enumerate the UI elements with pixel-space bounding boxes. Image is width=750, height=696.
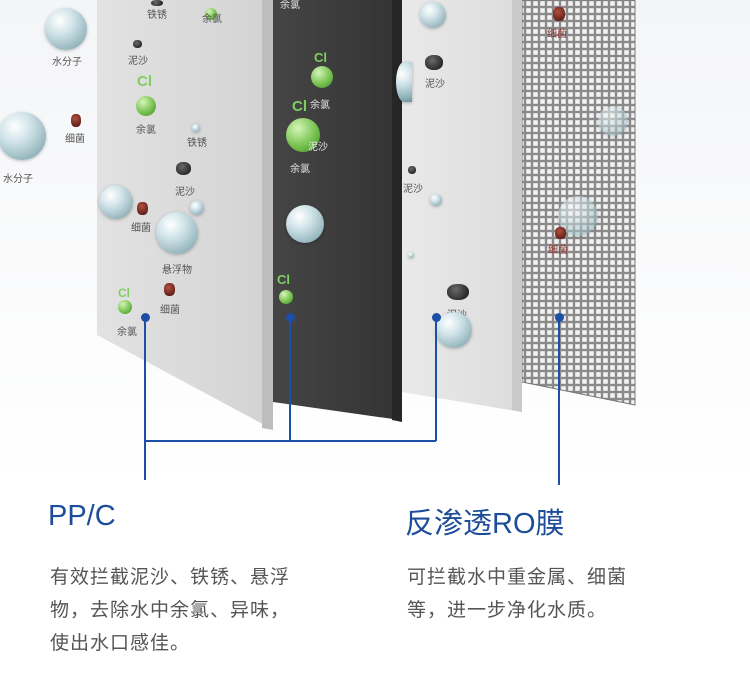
ro-membrane-title: 反渗透RO膜 (405, 500, 565, 542)
pointer-dot-pp (141, 313, 150, 322)
pp-c-title: PP/C (48, 500, 116, 533)
desc-line: 等，进一步净化水质。 (407, 594, 627, 627)
desc-line: 物，去除水中余氯、异味， (50, 594, 290, 627)
desc-line: 使出水口感佳。 (50, 627, 290, 660)
pointer-dot-ro (555, 313, 564, 322)
desc-line: 有效拦截泥沙、铁锈、悬浮 (50, 561, 290, 594)
ro-membrane-description: 可拦截水中重金属、细菌 等，进一步净化水质。 (407, 561, 627, 627)
pointer-dot-third (432, 313, 441, 322)
connector-lines (0, 0, 750, 500)
desc-line: 可拦截水中重金属、细菌 (407, 561, 627, 594)
pointer-dot-carbon (286, 313, 295, 322)
pp-c-description: 有效拦截泥沙、铁锈、悬浮 物，去除水中余氯、异味， 使出水口感佳。 (50, 561, 290, 660)
